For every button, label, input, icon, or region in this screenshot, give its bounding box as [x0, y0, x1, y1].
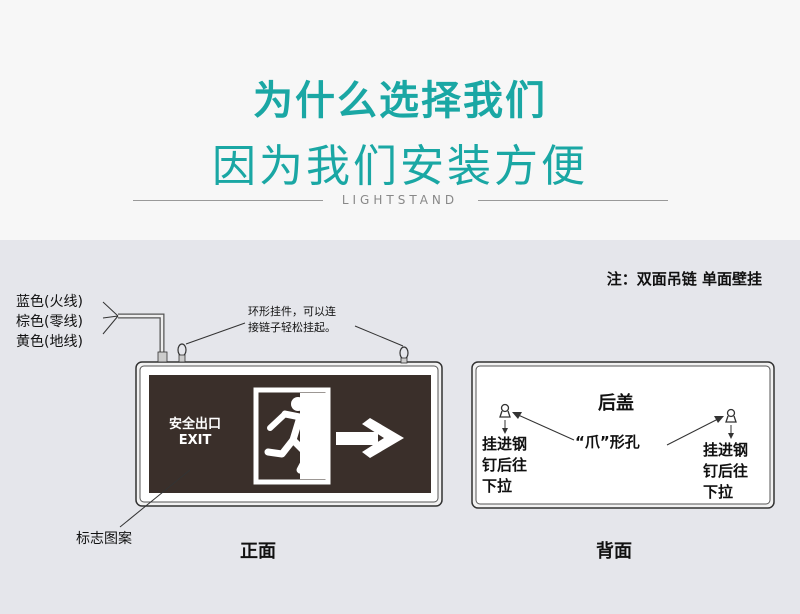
right-instruction: 挂进钢 钉后往 下拉 [703, 441, 749, 501]
wire-label-ground: 黄色(地线) [16, 334, 83, 350]
front-caption: 正面 [240, 541, 276, 562]
tagline: LIGHTSTAND [341, 193, 459, 207]
mounting-note: 注：双面吊链 单面壁挂 [606, 270, 762, 288]
wire-label-neutral: 棕色(零线) [16, 314, 83, 330]
page-subtitle: 因为我们安装方便 [212, 141, 588, 192]
page-title: 为什么选择我们 [253, 78, 547, 124]
exit-sign-text: 安全出口 EXIT [169, 417, 222, 448]
back-cover-label: 后盖 [598, 393, 634, 414]
divider-right [478, 200, 668, 201]
header: 为什么选择我们 因为我们安装方便 LIGHTSTAND [0, 0, 800, 240]
divider-left [133, 200, 323, 201]
front-sign [102, 301, 443, 528]
ring-note: 环形挂件，可以连 接链子轻松挂起。 [248, 305, 336, 334]
arrow-right-icon [336, 418, 404, 458]
running-man-icon [264, 397, 315, 474]
claw-hole-label: “爪”形孔 [575, 433, 640, 451]
keyhole-icon [499, 403, 511, 434]
wire-label-live: 蓝色(火线) [16, 294, 83, 310]
keyhole-icon [725, 408, 737, 439]
pattern-label: 标志图案 [76, 531, 132, 547]
left-instruction: 挂进钢 钉后往 下拉 [482, 435, 528, 495]
back-sign [471, 361, 775, 509]
back-caption: 背面 [596, 541, 632, 562]
